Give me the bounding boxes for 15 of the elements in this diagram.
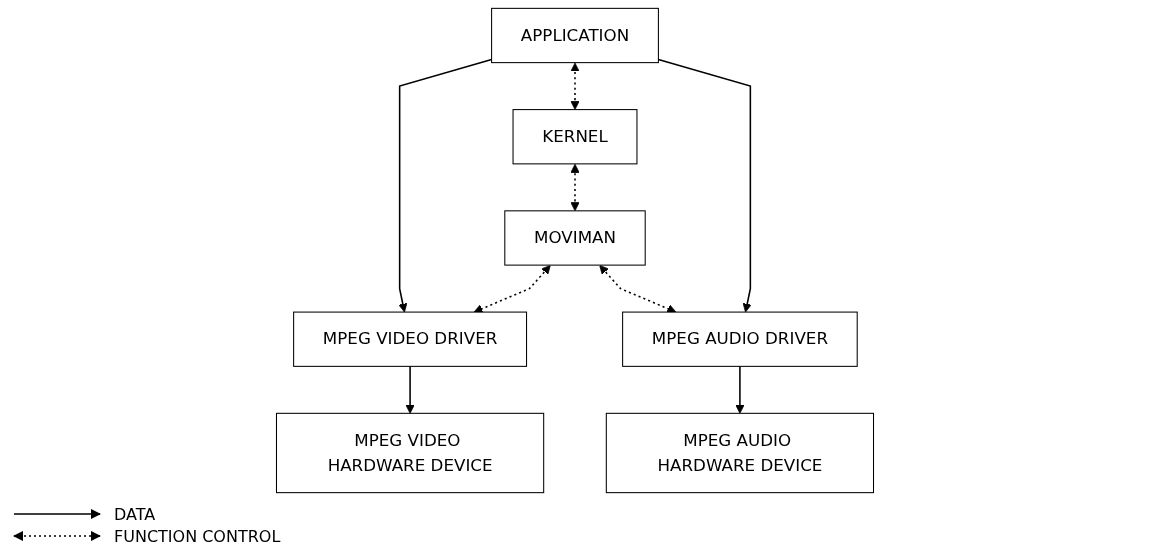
legend-label: FUNCTION CONTROL bbox=[114, 526, 281, 546]
node-box: KERNEL bbox=[512, 109, 638, 165]
node-box: MOVIMAN bbox=[504, 210, 646, 266]
arrow bbox=[473, 265, 551, 314]
node-box: MPEG VIDEO HARDWARE DEVICE bbox=[275, 412, 545, 494]
node-box: APPLICATION bbox=[491, 7, 659, 64]
arrow bbox=[735, 365, 745, 414]
node-box: MPEG AUDIO HARDWARE DEVICE bbox=[605, 412, 875, 494]
node-box: MPEG VIDEO DRIVER bbox=[293, 311, 528, 367]
arrow bbox=[599, 265, 677, 314]
node-box: MPEG AUDIO DRIVER bbox=[622, 311, 858, 367]
arrow bbox=[570, 163, 580, 212]
arrow bbox=[570, 62, 580, 110]
legend-label: DATA bbox=[114, 504, 156, 524]
arrow bbox=[405, 365, 415, 414]
